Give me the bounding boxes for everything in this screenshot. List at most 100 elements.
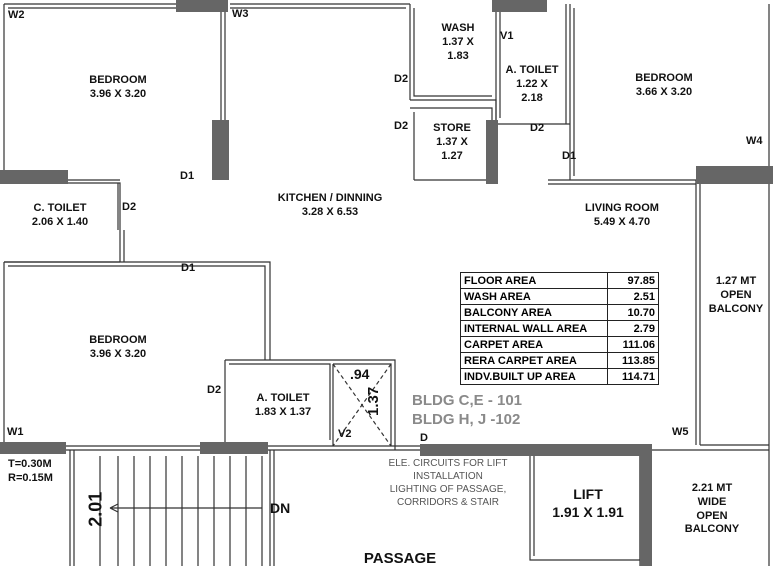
stair-riser: R=0.15M (8, 471, 53, 484)
area-label: BALCONY AREA (460, 304, 608, 321)
window-label: W2 (8, 9, 25, 21)
stair-tread: T=0.30M (8, 458, 52, 470)
balcony-line: OPEN (720, 288, 752, 301)
door-label: D1 (181, 262, 196, 274)
column (420, 444, 640, 456)
door-label: D2 (394, 120, 409, 132)
column (492, 0, 547, 12)
wall-bedroom2 (3, 261, 271, 450)
balcony-line: OPEN (696, 509, 728, 522)
area-value: 2.51 (607, 288, 659, 305)
room-wash: WASH 1.37 X 1.83 (420, 22, 496, 63)
room-size: 1.83 (447, 49, 469, 62)
column (200, 442, 268, 454)
room-size: 3.96 X 3.20 (89, 347, 147, 360)
room-name: BEDROOM (89, 334, 147, 346)
room-size: 1.27 (441, 149, 463, 162)
stair-arrow (109, 503, 262, 513)
room-open-balcony: 1.27 MT OPEN BALCONY (703, 275, 769, 316)
stair-direction: DN (270, 500, 291, 516)
room-size: 5.49 X 4.70 (593, 215, 651, 228)
room-name: WASH (441, 22, 475, 34)
room-size: 2.06 X 1.40 (31, 215, 89, 228)
balcony-line: 1.27 MT (715, 275, 757, 287)
window-label: W3 (232, 8, 249, 20)
column (212, 120, 229, 180)
area-value: 10.70 (607, 304, 659, 321)
area-value: 113.85 (607, 352, 659, 369)
ventilator-label: V1 (500, 30, 514, 42)
wall-duct-cross (332, 363, 392, 447)
room-name: C. TOILET (33, 202, 87, 214)
area-value: 2.79 (607, 320, 659, 337)
area-label: WASH AREA (460, 288, 608, 305)
door-label: D2 (207, 384, 222, 396)
door-label: D (420, 432, 428, 444)
area-label: FLOOR AREA (460, 272, 608, 289)
column (640, 444, 652, 566)
column (0, 170, 68, 184)
room-passage: PASSAGE (363, 550, 437, 566)
building-line: BLDG C,E - 101 (412, 392, 523, 409)
balcony-line: WIDE (697, 495, 727, 508)
door-label: D1 (180, 170, 195, 182)
room-name: LIFT (573, 486, 603, 502)
room-name: BEDROOM (89, 74, 147, 86)
wall-passage (269, 450, 275, 566)
area-label: INDV.BUILT UP AREA (460, 368, 608, 385)
wall-bedroom3 (548, 4, 770, 566)
building-codes: BLDG C,E - 101 BLDG H, J -102 (412, 392, 522, 430)
door-label: D2 (122, 201, 137, 213)
note-line: ELE. CIRCUITS FOR LIFT (388, 458, 508, 469)
door-label: D2 (530, 122, 545, 134)
duct-width: .94 (350, 366, 370, 382)
wall-balcony-right (695, 180, 769, 446)
duct-height: 1.37 (365, 386, 383, 416)
note-line: LIGHTING OF PASSAGE, (389, 484, 507, 495)
room-name: KITCHEN / DINNING (277, 192, 383, 204)
room-lift: LIFT 1.91 X 1.91 (538, 486, 638, 521)
column (0, 442, 66, 454)
area-value: 111.06 (607, 336, 659, 353)
room-size: 3.96 X 3.20 (89, 87, 147, 100)
room-size: 3.28 X 6.53 (301, 205, 359, 218)
area-value: 114.71 (607, 368, 659, 385)
wall-atoilet2 (495, 4, 570, 125)
stair-spec: T=0.30M R=0.15M (8, 458, 53, 486)
room-living: LIVING ROOM 5.49 X 4.70 (560, 202, 684, 230)
area-label: RERA CARPET AREA (460, 352, 608, 369)
stair-width: 2.01 (85, 491, 106, 527)
room-size: 1.83 X 1.37 (254, 405, 312, 418)
room-atoilet2: A. TOILET 1.22 X 2.18 (496, 64, 568, 105)
room-bedroom2: BEDROOM 3.96 X 3.20 (58, 334, 178, 362)
note-line: CORRIDORS & STAIR (396, 497, 500, 508)
room-bedroom1: BEDROOM 3.96 X 3.20 (58, 74, 178, 102)
room-name: A. TOILET (505, 64, 559, 76)
room-name: LIVING ROOM (585, 202, 659, 214)
balcony-line: 2.21 MT (691, 482, 733, 494)
area-label: CARPET AREA (460, 336, 608, 353)
door-label: D2 (394, 73, 409, 85)
window-label: W5 (672, 426, 689, 438)
room-atoilet1: A. TOILET 1.83 X 1.37 (233, 392, 333, 420)
building-line: BLDG H, J -102 (412, 410, 521, 428)
wall-kitchen-top (230, 3, 410, 9)
window-label: W4 (746, 135, 763, 147)
lift-note: ELE. CIRCUITS FOR LIFT INSTALLATION LIGH… (370, 457, 526, 509)
room-size: 1.37 X (442, 35, 474, 48)
room-store: STORE 1.37 X 1.27 (416, 122, 488, 163)
room-ctoilet: C. TOILET 2.06 X 1.40 (10, 202, 110, 230)
window-label: W1 (7, 426, 24, 438)
column (696, 166, 773, 184)
room-wide-balcony: 2.21 MT WIDE OPEN BALCONY (660, 482, 764, 537)
room-name: A. TOILET (256, 392, 310, 404)
